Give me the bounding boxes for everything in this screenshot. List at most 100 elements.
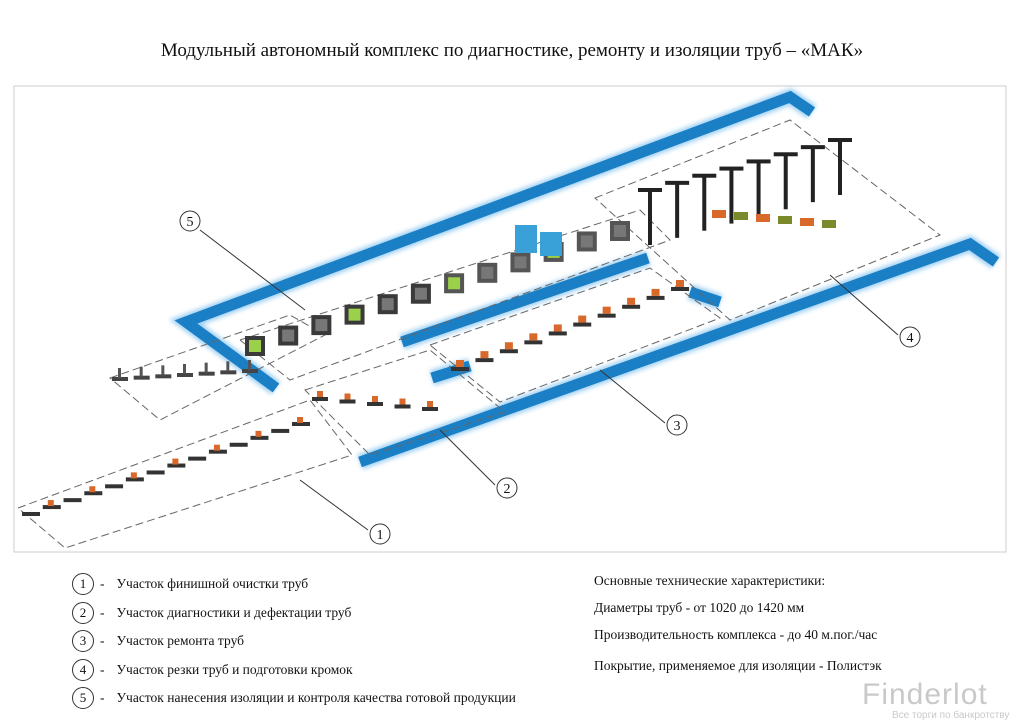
conveyor-section	[339, 399, 356, 404]
gantry-beam	[800, 145, 825, 150]
conveyor-section	[229, 442, 248, 447]
rack	[139, 366, 143, 377]
gantry-post	[783, 154, 788, 210]
gantry-beam	[773, 152, 798, 157]
gantry-post	[702, 175, 707, 231]
repair-station	[651, 288, 660, 296]
rack	[226, 361, 230, 372]
gantry-beam	[828, 138, 852, 142]
spec-coating: Покрытие, применяемое для изоляции - Пол…	[594, 658, 882, 673]
callout-5: 5	[179, 210, 201, 232]
drum-core	[381, 298, 394, 311]
cutting-unit	[778, 216, 792, 224]
gantry-beam	[746, 159, 771, 164]
legend-item: 2-Участок диагностики и дефектации труб	[72, 599, 516, 628]
rack	[248, 360, 251, 370]
gantry-beam	[719, 166, 744, 171]
conveyor-section	[524, 340, 543, 345]
conveyor-section	[22, 512, 40, 516]
conveyor-section	[177, 373, 193, 377]
cutting-unit	[734, 212, 748, 220]
conveyor-section	[133, 375, 150, 380]
conveyor-section	[112, 377, 128, 381]
specs-heading: Основные технические характеристики:	[594, 573, 826, 588]
repair-station	[456, 360, 464, 367]
callout-1: 1	[369, 523, 391, 545]
drum-core	[249, 340, 261, 352]
cutting-unit	[756, 214, 770, 222]
cutting-unit	[712, 210, 726, 218]
conveyor-section	[63, 498, 82, 503]
drum-core	[282, 329, 295, 342]
repair-station	[529, 333, 538, 341]
spec-capacity: Производительность комплекса - до 40 м.п…	[594, 627, 878, 642]
rack	[183, 364, 186, 374]
conveyor-section	[146, 470, 165, 475]
roller-unit	[372, 396, 378, 402]
watermark: Finderlot Все торги по банкротству	[862, 680, 1009, 722]
conveyor-section	[155, 374, 172, 379]
gantry-post	[675, 182, 680, 238]
roller-unit	[317, 391, 323, 397]
legend-item: 5-Участок нанесения изоляции и контроля …	[72, 684, 516, 713]
conveyor-section	[220, 370, 237, 375]
svg-text:1: 1	[377, 528, 384, 543]
conveyor-section	[125, 477, 144, 482]
conveyor-section	[367, 402, 383, 406]
coating-tank	[540, 232, 562, 256]
roller-unit	[399, 398, 406, 405]
conveyor-section	[271, 428, 290, 433]
wall-segment	[174, 90, 1000, 468]
drum-core	[448, 277, 461, 290]
conveyor-section	[250, 435, 269, 440]
equipment	[22, 138, 852, 516]
gantry-post	[810, 147, 815, 203]
roller-unit	[297, 417, 303, 423]
conveyor-section	[597, 313, 616, 318]
page-title: Модульный автономный комплекс по диагнос…	[160, 40, 864, 61]
callout-4: 4	[899, 326, 921, 348]
callout-3: 3	[666, 414, 688, 436]
walls	[169, 88, 1001, 470]
conveyor-section	[242, 369, 258, 373]
conveyor-section	[573, 322, 592, 327]
cutting-unit	[800, 218, 814, 226]
conveyor-section	[646, 295, 665, 300]
roller-unit	[130, 472, 137, 479]
conveyor-section	[198, 371, 215, 376]
callout-2: 2	[496, 477, 518, 499]
legend-item: 3-Участок ремонта труб	[72, 627, 516, 656]
conveyor-section	[548, 331, 567, 336]
watermark-logo: Finderlot	[862, 678, 988, 711]
gantry-beam	[665, 180, 690, 185]
conveyor-section	[105, 484, 124, 489]
roller-unit	[172, 458, 179, 465]
drawing-frame	[13, 85, 1007, 553]
conveyor-section	[188, 456, 207, 461]
technical-specs: Основные технические характеристики: Диа…	[594, 573, 882, 676]
svg-text:3: 3	[674, 419, 681, 434]
rack	[118, 368, 121, 378]
conveyor-section	[167, 463, 186, 468]
drum-core	[580, 235, 593, 248]
roller-unit	[47, 500, 54, 507]
repair-station	[480, 351, 489, 359]
zone-callouts: 5 4 3 2 1	[179, 210, 921, 545]
zone-boundaries	[17, 119, 941, 549]
repair-station	[504, 342, 513, 350]
gantry-beam	[692, 173, 717, 178]
conveyor-section	[292, 422, 310, 426]
zone-legend: 1-Участок финишной очистки труб 2-Участо…	[72, 570, 516, 713]
drum-core	[481, 266, 494, 279]
drum-core	[348, 308, 361, 321]
roller-unit	[89, 486, 96, 493]
drum-core	[315, 319, 328, 332]
svg-text:4: 4	[907, 331, 914, 346]
drum-core	[614, 225, 626, 237]
repair-station	[627, 297, 636, 305]
conveyor-section	[394, 404, 411, 409]
gantry-post	[648, 190, 652, 245]
gantry-post	[756, 161, 761, 217]
conveyor-section	[499, 349, 518, 354]
roller-unit	[213, 444, 220, 451]
